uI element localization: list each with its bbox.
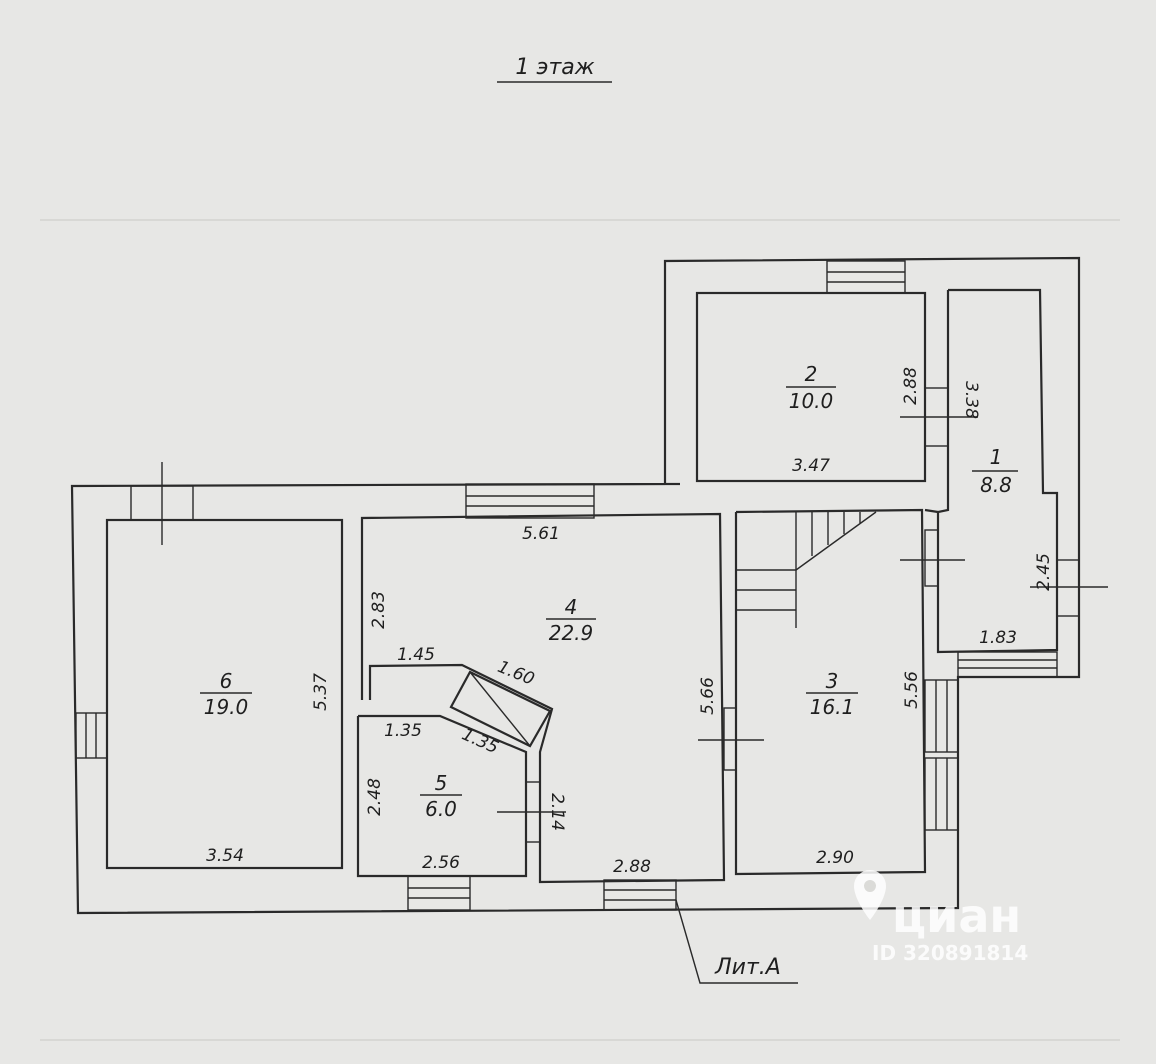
door-marks (497, 387, 978, 843)
watermark-id: ID 320891814 (872, 941, 1028, 965)
dim-room5-width: 2.56 (422, 853, 460, 873)
dim-room1-height-top: 3.38 (961, 381, 981, 419)
paper-grid (40, 219, 1120, 1041)
room-4-area: 22.9 (549, 621, 594, 645)
room-5-area: 6.0 (425, 797, 457, 821)
watermark-brand: циан (892, 889, 1021, 943)
room-1-outline (936, 288, 1059, 654)
dim-room5-right: 2.14 (547, 793, 567, 831)
building-label-leader (675, 899, 798, 984)
building-label: Лит.А (714, 955, 781, 980)
room-1-area: 8.8 (980, 473, 1012, 497)
plan-title: 1 этаж (515, 55, 594, 80)
dim-room4-width: 5.61 (522, 524, 560, 544)
room-1-number: 1 (990, 445, 1003, 469)
dim-room5-top: 1.35 (384, 721, 422, 741)
dim-room6-width: 3.54 (206, 846, 244, 866)
room-4-number: 4 (565, 595, 578, 619)
dim-room4-left-height: 2.83 (369, 591, 389, 629)
room-2-area: 10.0 (789, 389, 834, 413)
windows (75, 260, 1108, 911)
dim-partition-length: 1.45 (397, 645, 435, 665)
dim-room6-height: 5.37 (311, 673, 331, 711)
location-pin-icon (854, 870, 886, 920)
room-3-area: 16.1 (810, 695, 855, 719)
dim-room1-height-lower: 2.45 (1034, 553, 1054, 591)
dim-room5-height: 2.48 (365, 778, 385, 816)
dim-room4-bottom-width: 2.88 (613, 857, 651, 877)
dim-room4-height: 5.66 (698, 677, 718, 715)
dim-room2-width: 3.47 (792, 456, 830, 476)
room-4-outline (360, 512, 726, 884)
room-6-area: 19.0 (204, 695, 249, 719)
room-6-outline (105, 518, 344, 870)
room-3-number: 3 (826, 669, 839, 693)
room-2-outline (695, 291, 927, 483)
dim-room1-width: 1.83 (979, 628, 1017, 648)
watermark: циан ID 320891814 (854, 870, 1028, 965)
staircase-icon (736, 511, 877, 628)
dim-room2-height: 2.88 (901, 367, 921, 405)
dim-room3-width: 2.90 (816, 848, 854, 868)
room-5-number: 5 (435, 771, 448, 795)
dimension-labels: 3.47 2.88 3.38 2.45 1.83 5.61 2.83 5.66 … (206, 367, 1054, 877)
stove-icon (449, 670, 552, 748)
room-2-number: 2 (805, 362, 818, 386)
dim-room3-height: 5.56 (902, 671, 922, 709)
room-6-number: 6 (220, 669, 233, 693)
room-labels: 2 10.0 1 8.8 4 22.9 6 19.0 3 16.1 5 6.0 (200, 362, 1018, 821)
